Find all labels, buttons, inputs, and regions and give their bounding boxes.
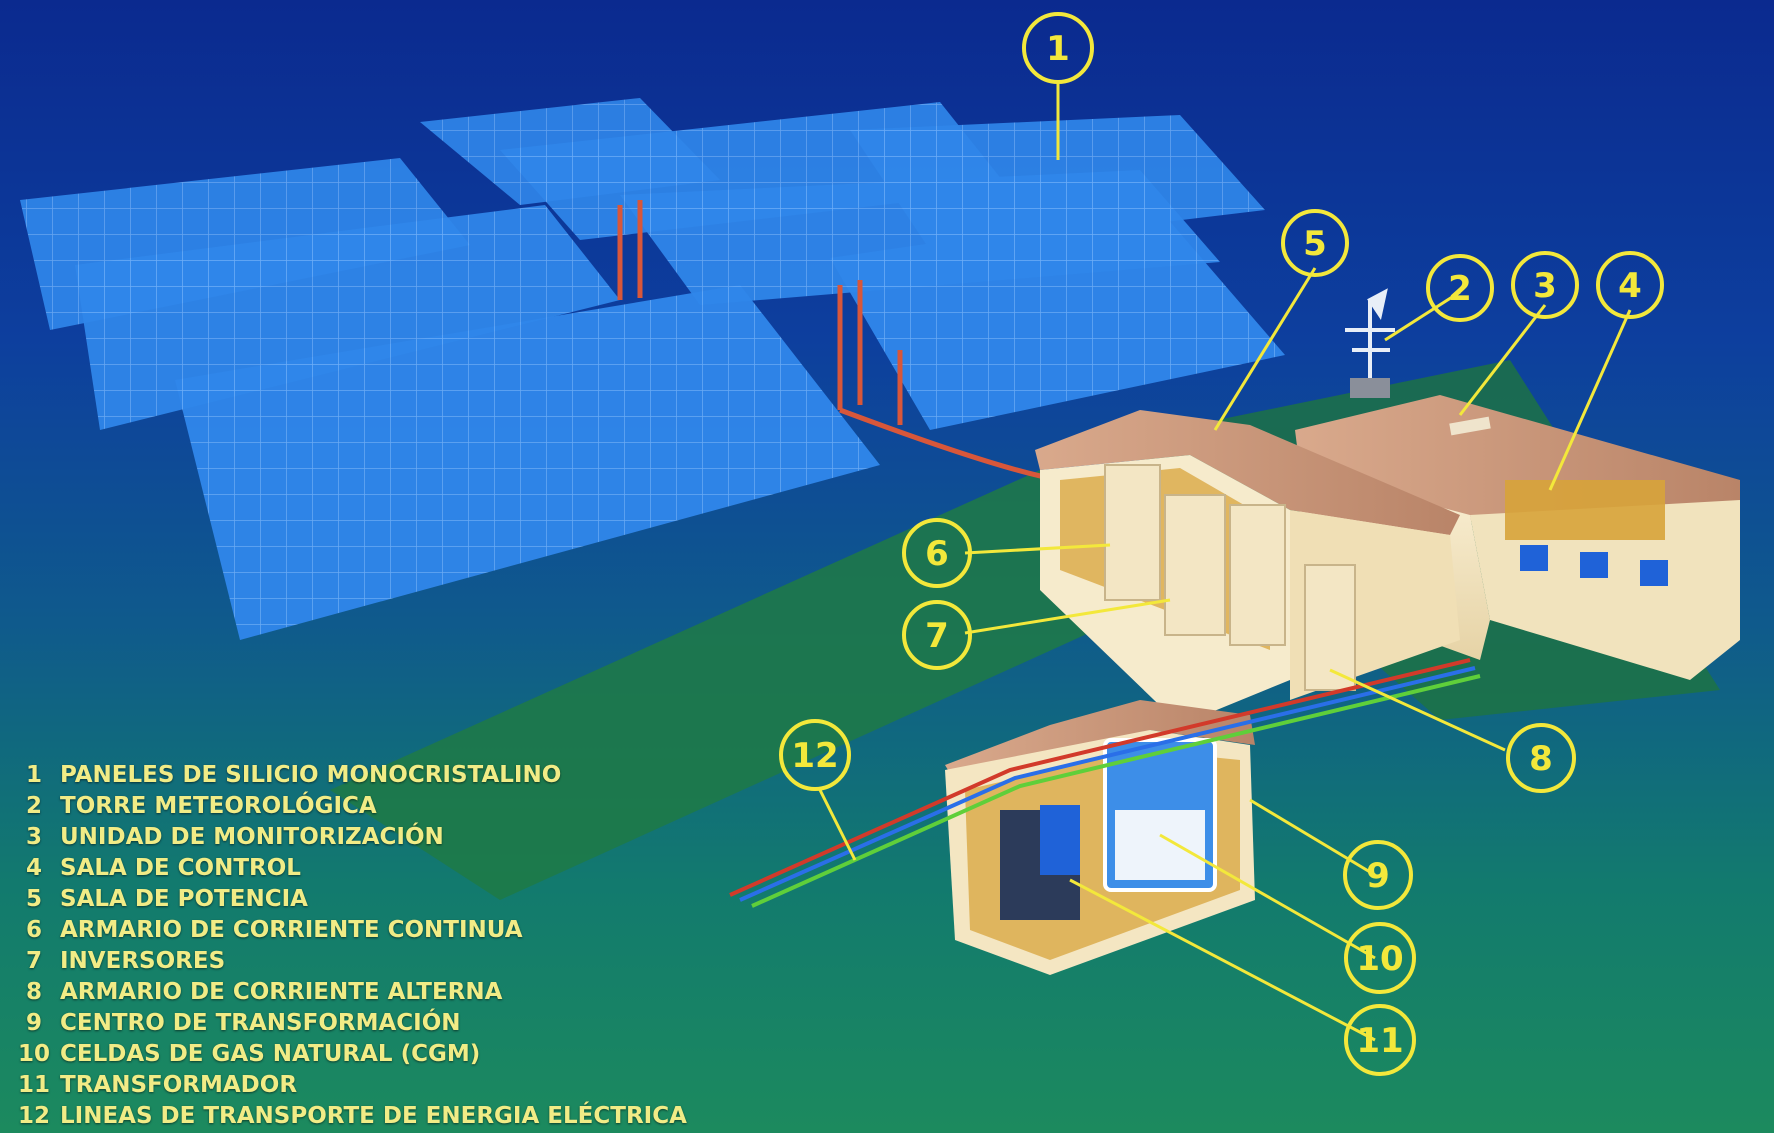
callout-number: 9 bbox=[1366, 856, 1390, 896]
legend-number: 6 bbox=[25, 917, 42, 943]
transformer-building bbox=[945, 700, 1255, 975]
legend-text: SALA DE CONTROL bbox=[60, 855, 301, 881]
callout-12: 12 bbox=[779, 719, 851, 791]
callout-number: 1 bbox=[1046, 29, 1070, 69]
legend-number: 4 bbox=[25, 855, 42, 881]
legend-item: 5 SALA DE POTENCIA bbox=[8, 884, 687, 915]
weather-tower bbox=[1345, 288, 1395, 398]
callout-number: 8 bbox=[1529, 739, 1553, 779]
callout-number: 2 bbox=[1448, 269, 1472, 309]
legend-item: 10 CELDAS DE GAS NATURAL (CGM) bbox=[8, 1039, 687, 1070]
legend-text: TRANSFORMADOR bbox=[60, 1072, 298, 1098]
power-building bbox=[1035, 410, 1460, 725]
legend-text: LINEAS DE TRANSPORTE DE ENERGIA ELÉCTRIC… bbox=[60, 1103, 687, 1129]
legend-number: 8 bbox=[25, 979, 42, 1005]
legend-text: SALA DE POTENCIA bbox=[60, 886, 308, 912]
callout-7: 7 bbox=[902, 600, 972, 670]
callout-8: 8 bbox=[1506, 723, 1576, 793]
legend-text: CELDAS DE GAS NATURAL (CGM) bbox=[60, 1041, 481, 1067]
legend-number: 12 bbox=[17, 1103, 50, 1129]
legend-text: ARMARIO DE CORRIENTE ALTERNA bbox=[60, 979, 503, 1005]
legend-item: 2 TORRE METEOROLÓGICA bbox=[8, 791, 687, 822]
callout-number: 10 bbox=[1356, 939, 1403, 979]
legend-number: 2 bbox=[25, 793, 42, 819]
legend-item: 1 PANELES DE SILICIO MONOCRISTALINO bbox=[8, 760, 687, 791]
callout-5: 5 bbox=[1281, 209, 1349, 277]
legend-item: 3 UNIDAD DE MONITORIZACIÓN bbox=[8, 822, 687, 853]
legend-item: 9 CENTRO DE TRANSFORMACIÓN bbox=[8, 1008, 687, 1039]
callout-number: 11 bbox=[1356, 1021, 1403, 1061]
legend-item: 7 INVERSORES bbox=[8, 946, 687, 977]
callout-1: 1 bbox=[1022, 12, 1094, 84]
legend-number: 5 bbox=[25, 886, 42, 912]
callout-11: 11 bbox=[1344, 1004, 1416, 1076]
legend: 1 PANELES DE SILICIO MONOCRISTALINO 2 TORR… bbox=[8, 760, 687, 1132]
legend-item: 8 ARMARIO DE CORRIENTE ALTERNA bbox=[8, 977, 687, 1008]
callout-number: 4 bbox=[1618, 266, 1642, 306]
callout-2: 2 bbox=[1426, 254, 1494, 322]
callout-leaders bbox=[818, 82, 1632, 1042]
legend-number: 3 bbox=[25, 824, 42, 850]
callout-3: 3 bbox=[1511, 251, 1579, 319]
legend-number: 1 bbox=[25, 762, 42, 788]
callout-number: 5 bbox=[1303, 224, 1327, 264]
legend-item: 4 SALA DE CONTROL bbox=[8, 853, 687, 884]
legend-item: 6 ARMARIO DE CORRIENTE CONTINUA bbox=[8, 915, 687, 946]
callout-9: 9 bbox=[1343, 840, 1413, 910]
legend-number: 11 bbox=[17, 1072, 50, 1098]
legend-text: UNIDAD DE MONITORIZACIÓN bbox=[60, 824, 444, 850]
legend-number: 10 bbox=[17, 1041, 50, 1067]
callout-number: 12 bbox=[791, 736, 838, 776]
solar-panel bbox=[175, 285, 880, 640]
callout-6: 6 bbox=[902, 518, 972, 588]
solar-panel-array bbox=[20, 98, 1285, 640]
transport-lines bbox=[729, 658, 1481, 908]
legend-text: PANELES DE SILICIO MONOCRISTALINO bbox=[60, 762, 562, 788]
legend-item: 12 LINEAS DE TRANSPORTE DE ENERGIA ELÉCTR… bbox=[8, 1101, 687, 1132]
legend-number: 7 bbox=[25, 948, 42, 974]
legend-text: CENTRO DE TRANSFORMACIÓN bbox=[60, 1010, 461, 1036]
legend-text: TORRE METEOROLÓGICA bbox=[60, 793, 377, 819]
legend-item: 11 TRANSFORMADOR bbox=[8, 1070, 687, 1101]
legend-number: 9 bbox=[25, 1010, 42, 1036]
solar-panel bbox=[75, 205, 620, 430]
solar-panel bbox=[830, 210, 1285, 430]
callout-number: 3 bbox=[1533, 266, 1557, 306]
callout-number: 7 bbox=[925, 616, 949, 656]
legend-text: ARMARIO DE CORRIENTE CONTINUA bbox=[60, 917, 523, 943]
ground-strip-main bbox=[330, 470, 1250, 900]
callout-4: 4 bbox=[1596, 251, 1664, 319]
callout-10: 10 bbox=[1344, 922, 1416, 994]
callout-number: 6 bbox=[925, 534, 949, 574]
legend-text: INVERSORES bbox=[60, 948, 226, 974]
